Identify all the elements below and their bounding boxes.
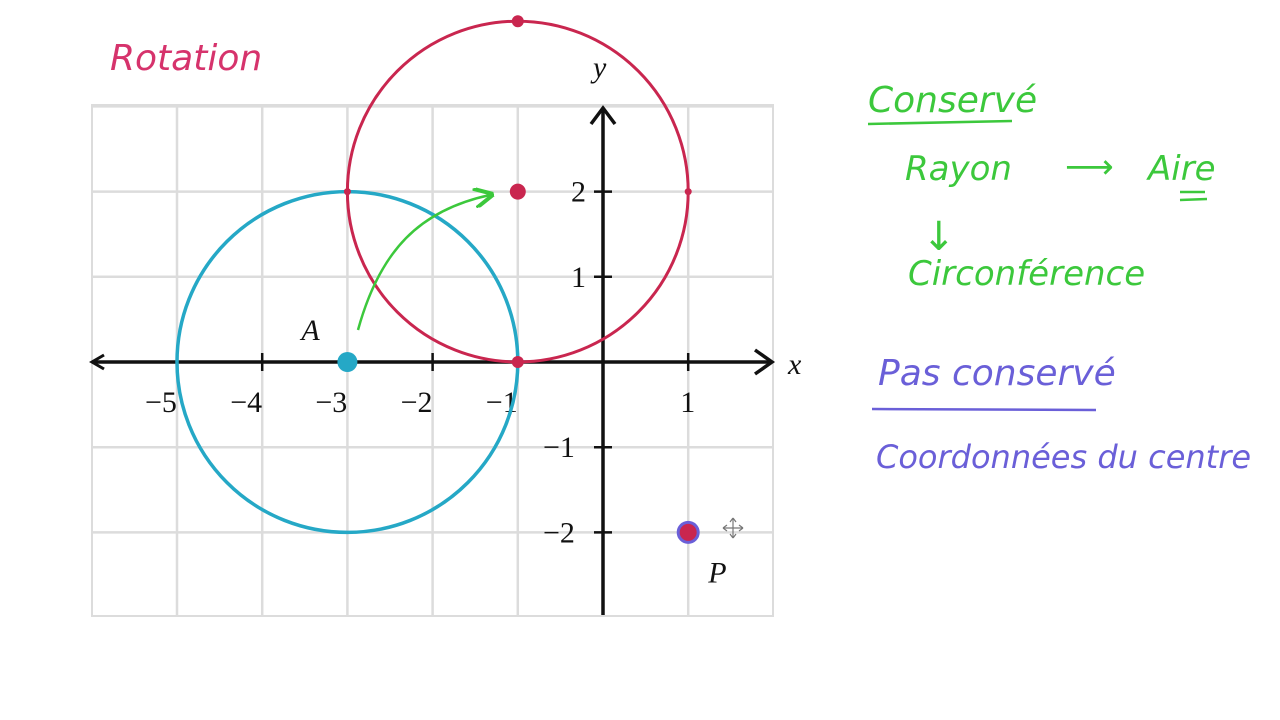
point-p (676, 520, 700, 544)
conserved-underline (867, 119, 1013, 126)
aire-text: Aire (1146, 149, 1216, 189)
x-tick-label: 1 (680, 386, 695, 419)
rotated-circle-mark (511, 356, 524, 368)
not-conserved-notes: Pas conservé Coordonnées du centre (871, 353, 1251, 476)
rotated-circle-mark (343, 188, 351, 196)
move-cursor-icon (722, 517, 744, 539)
x-axis-arrow-right (753, 348, 776, 376)
title-rotation: Rotation (110, 38, 262, 79)
y-tick-label: −1 (543, 431, 575, 464)
circonference-text: Circonférence (908, 254, 1145, 294)
y-tick-label: 2 (571, 176, 586, 209)
y-tick-label: 1 (571, 261, 586, 294)
x-tick-label: −4 (230, 386, 262, 419)
conserved-notes: Conservé Rayon ⟶ Aire ↓ Circonférence (867, 80, 1216, 294)
not-conserved-underline (871, 407, 1097, 412)
y-axis-label: y (590, 51, 607, 84)
rayon-text: Rayon (905, 149, 1012, 189)
y-axis-arrow-up (589, 105, 617, 126)
not-conserved-title: Pas conservé (878, 353, 1116, 394)
x-tick-label: −5 (145, 386, 177, 419)
rotated-circle-marks (343, 15, 692, 368)
x-tick-label: −3 (315, 386, 347, 419)
point-a (337, 352, 358, 372)
x-axis-arrow-left (89, 353, 105, 371)
y-tick-label: −2 (543, 516, 575, 549)
conserved-title: Conservé (868, 80, 1037, 121)
coordinates-text: Coordonnées du centre (876, 438, 1251, 476)
point-p-label: P (707, 556, 726, 589)
rotated-circle-mark (684, 188, 692, 196)
point-a-label: A (299, 314, 320, 347)
x-tick-label: −2 (401, 386, 433, 419)
arrow-to-aire: ⟶ (1065, 147, 1114, 187)
arrow-to-circonference: ↓ (922, 214, 956, 260)
x-axis-label: x (787, 348, 802, 381)
rotated-center-point (509, 183, 526, 200)
rotated-circle-mark (511, 15, 524, 28)
aire-underline-2 (1179, 197, 1208, 202)
rotation-arrow (356, 195, 490, 331)
